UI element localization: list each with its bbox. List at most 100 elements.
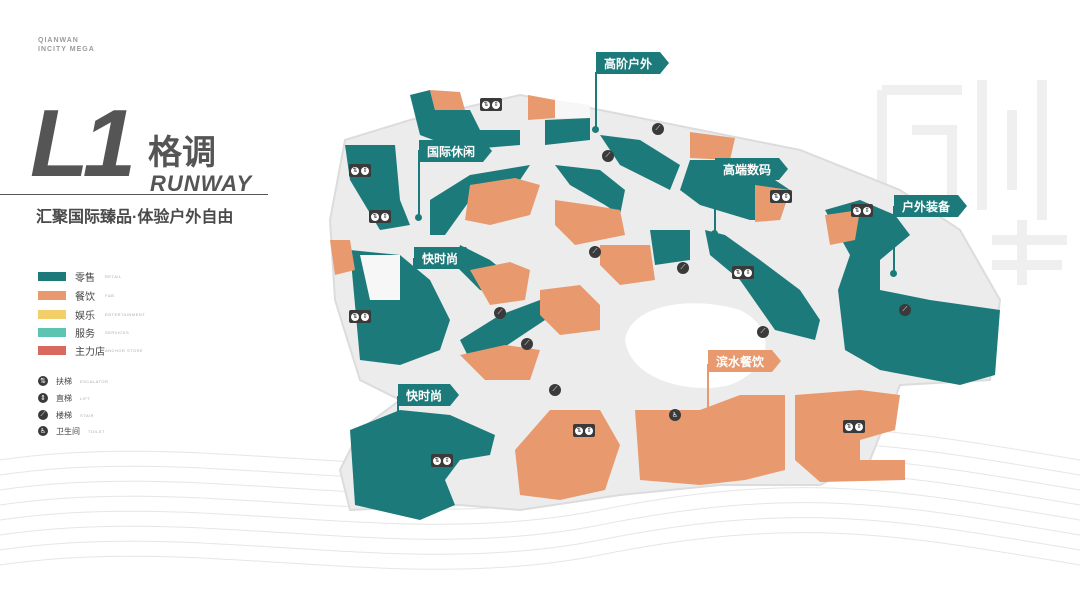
legend-label: 服务	[75, 328, 95, 340]
zone-label-premium-digital[interactable]: 高端数码	[715, 158, 789, 180]
legend-swatch	[38, 345, 66, 355]
retail-block[interactable]	[545, 118, 590, 145]
escalator-icon: ⇅	[351, 166, 359, 175]
escalator-icon: ⇅	[38, 376, 48, 386]
fnb-block[interactable]	[690, 132, 735, 160]
escalator-icon: ⇅	[853, 206, 861, 215]
zone-label-outdoor-gear[interactable]: 户外装备	[894, 195, 968, 217]
zone-label-fast-fashion[interactable]: 快时尚	[414, 247, 476, 269]
legend-label: 卫生间	[56, 426, 80, 436]
legend-label: 扶梯	[56, 376, 72, 386]
fnb-block[interactable]	[430, 90, 465, 110]
fnb-block[interactable]	[600, 245, 655, 285]
zone-pointer	[595, 72, 597, 128]
legend-item-elevator: ⇕ 直梯 LIFT	[38, 391, 90, 405]
facility-marker[interactable]: ⇅⇕	[369, 210, 391, 223]
elevator-icon: ⇕	[361, 312, 369, 321]
fnb-block[interactable]	[555, 200, 625, 245]
toilet-icon[interactable]: ♿	[669, 409, 681, 421]
fnb-block[interactable]	[465, 178, 540, 225]
zone-pointer	[397, 396, 399, 462]
legend-item-toilet: ♿ 卫生间 TOILET	[38, 424, 105, 438]
retail-block[interactable]	[705, 230, 820, 340]
facility-marker[interactable]: ⇅⇕	[732, 266, 754, 279]
retail-block[interactable]	[650, 230, 690, 265]
brand-line-1: QIANWAN	[38, 37, 79, 44]
retail-block[interactable]	[825, 200, 1000, 385]
legend-item-entertainment: 娱乐 ENTERTAINMENT	[38, 307, 145, 322]
escalator-icon: ⇅	[575, 426, 583, 435]
zone-label-international-leisure[interactable]: 国际休闲	[419, 140, 493, 162]
legend-swatch	[38, 327, 66, 337]
escalator-icon: ⇅	[433, 456, 441, 465]
escalator-icon: ⇅	[351, 312, 359, 321]
facility-marker[interactable]: ⇅⇕	[431, 454, 453, 467]
legend-label: 直梯	[56, 393, 72, 403]
background-decoration	[872, 70, 1072, 290]
facility-marker[interactable]: ⇅⇕	[349, 164, 371, 177]
retail-block[interactable]	[460, 300, 545, 360]
facility-marker[interactable]: ⇅⇕	[770, 190, 792, 203]
zone-label-waterfront-dining[interactable]: 滨水餐饮	[708, 350, 782, 372]
legend-label: 主力店	[75, 346, 105, 358]
retail-block[interactable]	[555, 165, 625, 215]
zone-pin	[592, 126, 599, 133]
stairs-icon[interactable]: ⟋	[589, 246, 601, 258]
legend-item-escalator: ⇅ 扶梯 ESCALATOR	[38, 374, 108, 388]
zone-pin	[394, 459, 401, 466]
fnb-block[interactable]	[795, 390, 905, 482]
vacant-block	[360, 255, 400, 300]
zone-label-fast-fashion-2[interactable]: 快时尚	[398, 384, 460, 406]
stairs-icon[interactable]: ⟋	[602, 150, 614, 162]
brand-line-2: INCITY MEGA	[38, 46, 95, 53]
elevator-icon: ⇕	[863, 206, 871, 215]
escalator-icon: ⇅	[482, 100, 490, 109]
legend-item-retail: 零售 RETAIL	[38, 269, 122, 284]
fnb-block[interactable]	[470, 262, 530, 305]
brand-logo: QIANWAN INCITY MEGA	[38, 36, 95, 54]
zone-pointer	[714, 170, 716, 232]
legend-en: SERVICES	[105, 329, 130, 335]
legend-item-fnb: 餐饮 F&B	[38, 288, 115, 303]
zone-pin	[704, 428, 711, 435]
stairs-icon[interactable]: ⟋	[494, 307, 506, 319]
fnb-block[interactable]	[825, 210, 860, 245]
retail-block[interactable]	[410, 90, 520, 150]
stairs-icon[interactable]: ⟋	[757, 326, 769, 338]
title-divider	[0, 194, 268, 195]
zone-label-high-end-outdoor[interactable]: 高阶户外	[596, 52, 670, 74]
elevator-icon: ⇕	[782, 192, 790, 201]
fnb-block[interactable]	[528, 95, 555, 120]
legend-en: STAIR	[80, 412, 94, 418]
floor-plan	[328, 90, 1002, 520]
legend-swatch	[38, 290, 66, 300]
stairs-icon[interactable]: ⟋	[899, 304, 911, 316]
facility-marker[interactable]: ⇅⇕	[480, 98, 502, 111]
stairs-icon[interactable]: ⟋	[549, 384, 561, 396]
stairs-icon[interactable]: ⟋	[677, 262, 689, 274]
stairs-icon[interactable]: ⟋	[521, 338, 533, 350]
fnb-block[interactable]	[460, 345, 540, 380]
floor-title-cn: 格调	[148, 134, 216, 172]
legend-item-anchor: 主力店 ANCHOR STORE	[38, 343, 143, 358]
legend-en: F&B	[105, 292, 115, 298]
elevator-icon: ⇕	[492, 100, 500, 109]
fnb-block[interactable]	[330, 240, 355, 275]
stairs-icon[interactable]: ⟋	[652, 123, 664, 135]
facility-marker[interactable]: ⇅⇕	[843, 420, 865, 433]
legend-swatch	[38, 271, 66, 281]
legend-en: RETAIL	[105, 273, 122, 279]
fnb-block[interactable]	[540, 285, 600, 335]
legend-label: 楼梯	[56, 410, 72, 420]
legend-item-stairs: ⟋ 楼梯 STAIR	[38, 408, 94, 422]
retail-block[interactable]	[600, 135, 680, 190]
zone-pointer	[418, 150, 420, 216]
retail-block[interactable]	[350, 410, 495, 520]
facility-marker[interactable]: ⇅⇕	[573, 424, 595, 437]
elevator-icon: ⇕	[855, 422, 863, 431]
escalator-icon: ⇅	[845, 422, 853, 431]
facility-marker[interactable]: ⇅⇕	[851, 204, 873, 217]
floor-subtitle: 汇聚国际臻品·体验户外自由	[36, 209, 234, 226]
facility-marker[interactable]: ⇅⇕	[349, 310, 371, 323]
escalator-icon: ⇅	[734, 268, 742, 277]
